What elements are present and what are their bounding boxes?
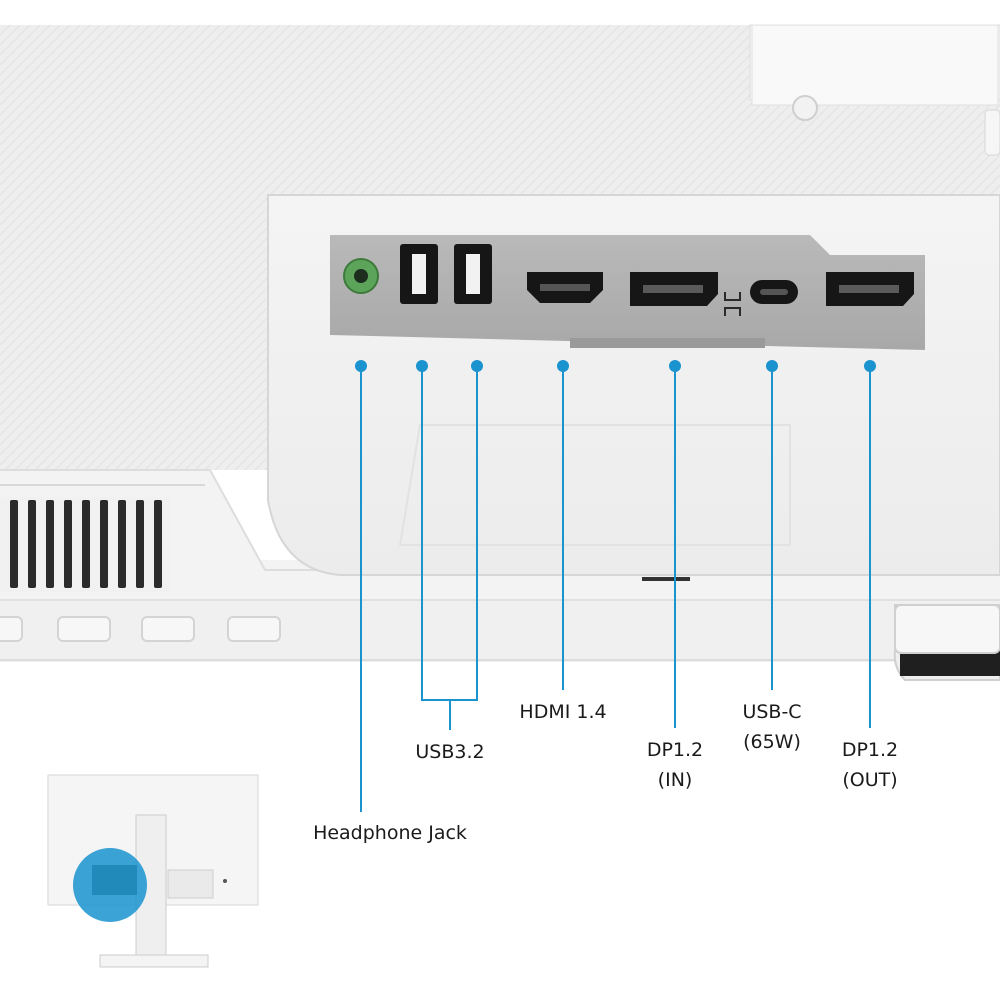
displayport-out-port [826,272,914,306]
usb-a-port-2 [454,244,492,304]
leader-usb-c-dot [766,360,778,372]
leader-headphone-jack-dot [355,360,367,372]
leader-hdmi-dot [557,360,569,372]
leader-dp-in-dot [669,360,681,372]
label-dp-in: DP1.2 (IN) [646,739,704,791]
label-usb32: USB3.2 [415,741,485,763]
lock-symbol [724,292,741,316]
callout-leaders [355,360,876,812]
leader-usb-2-dot [471,360,483,372]
label-dp-out: DP1.2 (OUT) [841,739,899,791]
stand-foot [893,604,1000,681]
leader-dp-out-dot [864,360,876,372]
label-usb-c: USB-C (65W) [742,701,802,753]
hdmi-port [527,272,603,303]
headphone-jack-port [343,258,379,294]
control-buttons [0,616,281,642]
label-headphone-jack: Headphone Jack [313,822,467,844]
usb-c-port [750,280,798,304]
monitor-thumbnail [47,774,259,968]
vent-grille [0,497,170,592]
usb-a-port-1 [400,244,438,304]
displayport-in-port [630,272,718,306]
leader-usb-1-dot [416,360,428,372]
label-hdmi: HDMI 1.4 [519,701,607,723]
